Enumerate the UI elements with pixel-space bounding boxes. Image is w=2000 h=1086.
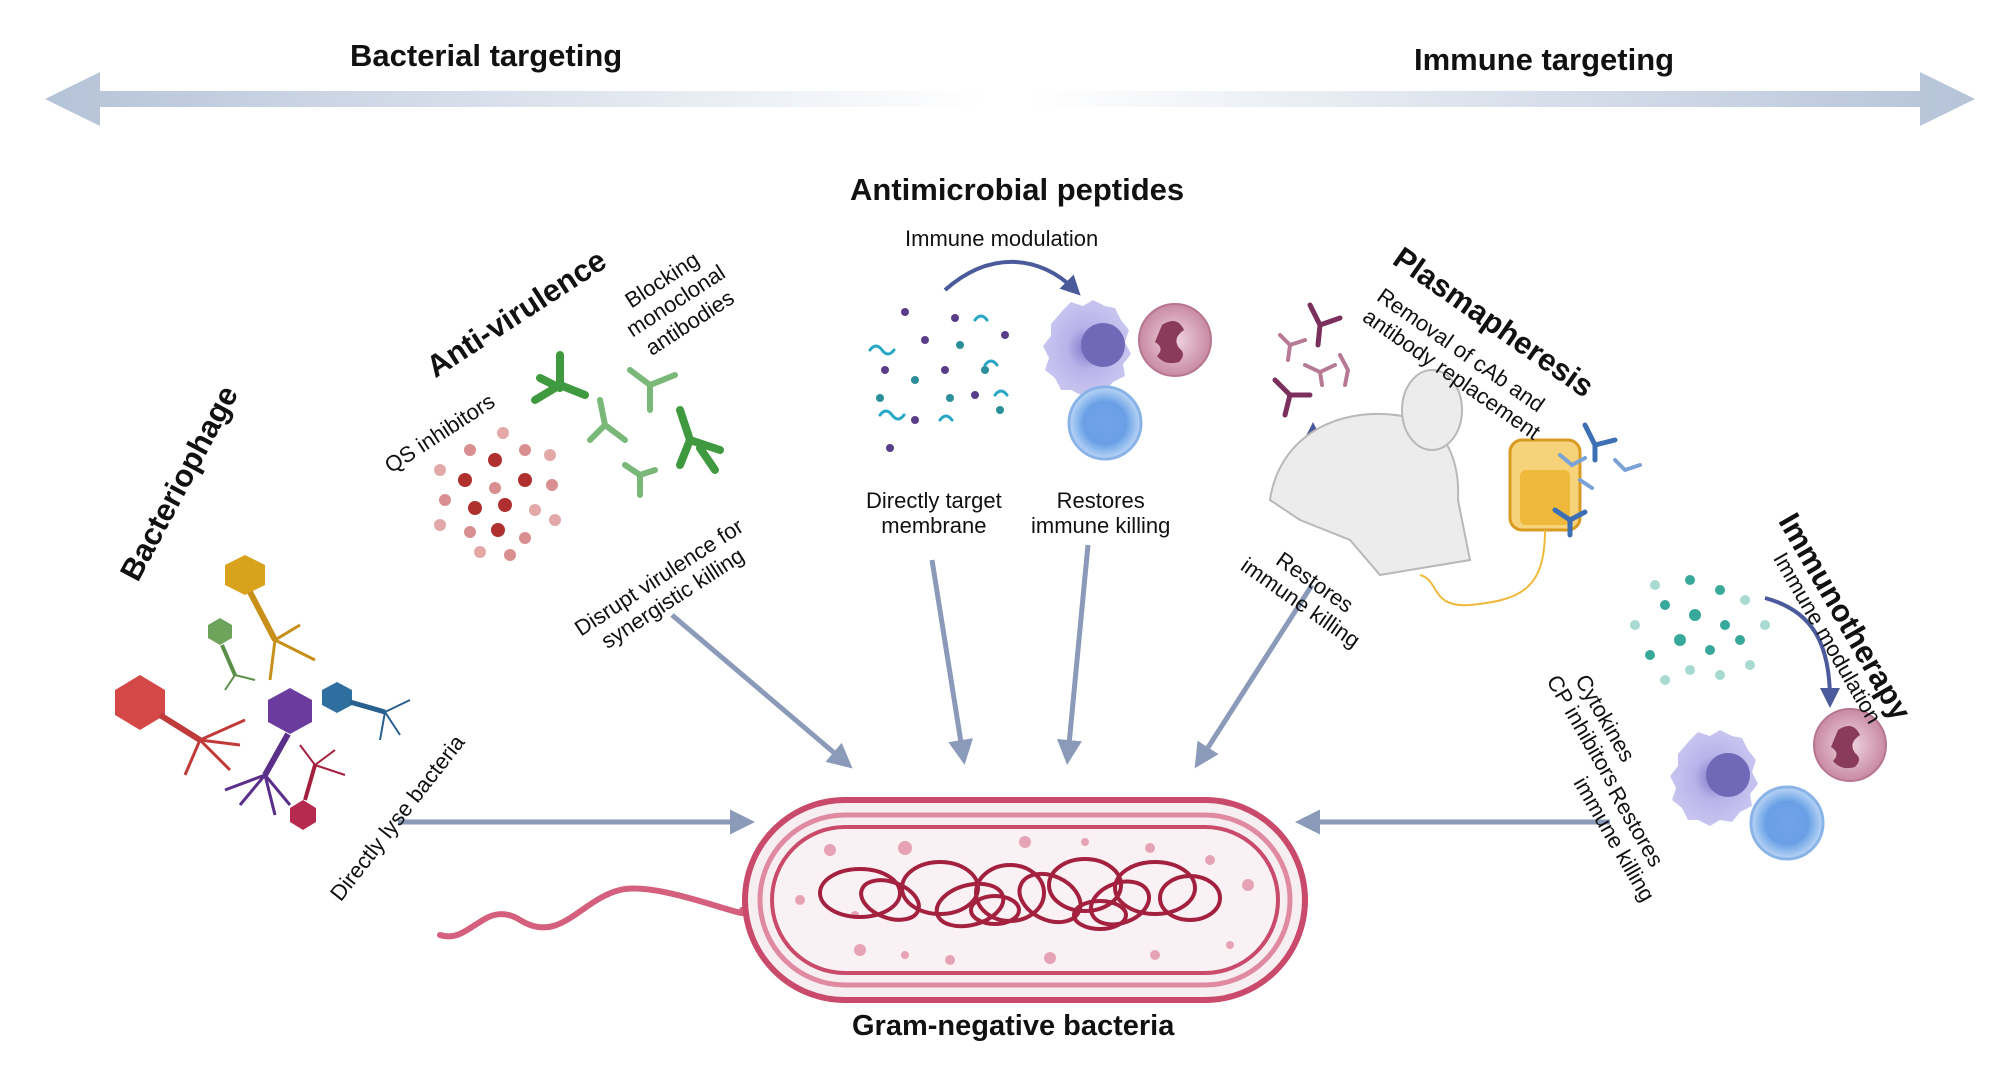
qs-inhibitor-dots [434, 427, 561, 561]
monoclonal-antibody-icons [531, 351, 724, 498]
section-title-antimicrobial-peptides: Antimicrobial peptides [850, 172, 1185, 207]
antimicrobial-peptide-icons [868, 259, 1081, 452]
immunotherapy-icons [1630, 575, 1887, 861]
phage-blue-icon [322, 682, 411, 741]
bacteriophage-icons [115, 555, 411, 830]
arrow-amp-membrane [929, 559, 973, 765]
axis-label-bacterial-targeting: Bacterial targeting [350, 38, 623, 73]
amp-immune-modulation: Immune modulation [905, 226, 1099, 251]
pointer-arrows [398, 544, 1610, 835]
phage-gold-icon [225, 555, 316, 681]
phage-green-icon [208, 618, 256, 691]
plasmapheresis-icons [1268, 302, 1642, 607]
amp-action-membrane: Directly target membrane [866, 488, 1002, 539]
arrow-anti-virulence [670, 613, 853, 769]
phage-purple-icon [224, 688, 312, 816]
phage-crimson-icon [290, 744, 346, 830]
amp-action-immune: Restores immune killing [1031, 488, 1171, 539]
targeting-axis-arrow [45, 72, 1975, 126]
arrow-plasmapheresis [1194, 583, 1315, 769]
gram-negative-bacterium [437, 797, 1308, 1003]
phage-red-icon [115, 675, 246, 776]
axis-label-immune-targeting: Immune targeting [1414, 42, 1675, 77]
bacterium-label: Gram-negative bacteria [852, 1010, 1175, 1042]
amp-immune-cells [1043, 300, 1212, 461]
arrow-amp-immune [1056, 544, 1091, 765]
